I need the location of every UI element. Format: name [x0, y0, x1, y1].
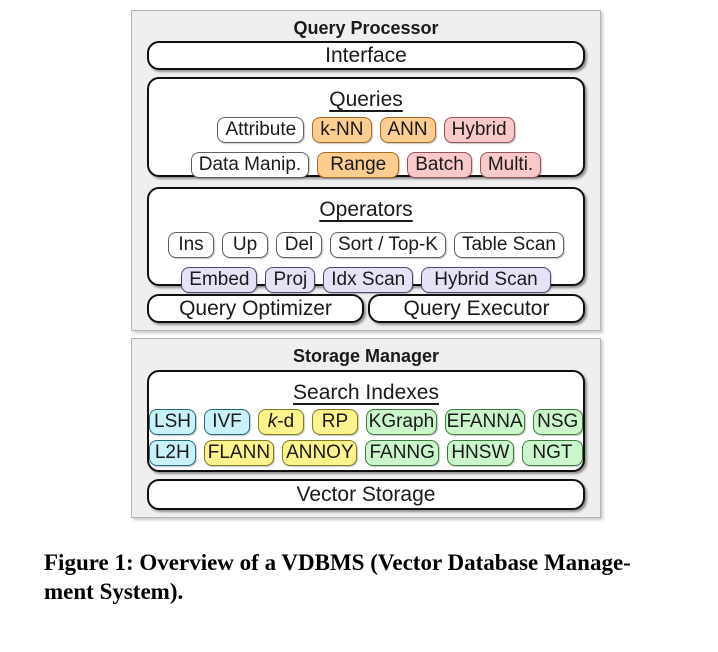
search-indexes-box: Search Indexes LSH IVF k-d RP KGraph EFANNA NS… — [147, 370, 585, 472]
badge-l2h: L2H — [149, 440, 196, 466]
queries-row-2: Data Manip. Range Batch Multi. — [149, 152, 583, 178]
badge-sort-top-k: Sort / Top-K — [330, 232, 446, 258]
badge-hnsw: HNSW — [446, 440, 514, 466]
query-optimizer-box: Query Optimizer — [147, 294, 364, 323]
figure-caption-line-1: Figure 1: Overview of a VDBMS (Vector Da… — [44, 550, 631, 575]
badge-ngt: NGT — [521, 440, 583, 466]
badge-kgraph: KGraph — [365, 409, 437, 435]
badge-annoy: ANNOY — [282, 440, 358, 466]
badge-k-nn: k-NN — [312, 117, 372, 143]
queries-row-1: Attribute k-NN ANN Hybrid — [149, 117, 583, 143]
badge-embed: Embed — [181, 267, 258, 293]
badge-rp: RP — [311, 409, 358, 435]
badge-range: Range — [317, 152, 400, 178]
badge-flann: FLANN — [203, 440, 275, 466]
vector-storage-box: Vector Storage — [147, 479, 585, 510]
badge-nsg: NSG — [532, 409, 583, 435]
badge-data-manip: Data Manip. — [190, 152, 310, 178]
query-executor-box: Query Executor — [368, 294, 585, 323]
badge-proj: Proj — [265, 267, 316, 293]
badge-hybrid-scan: Hybrid Scan — [421, 267, 551, 293]
badge-lsh: LSH — [149, 409, 196, 435]
optimizer-executor-row: Query Optimizer Query Executor — [147, 294, 585, 323]
badge-del: Del — [276, 232, 322, 258]
badge-efanna: EFANNA — [444, 409, 525, 435]
badge-k-d: k-d — [257, 409, 304, 435]
badge-table-scan: Table Scan — [453, 232, 564, 258]
badge-ivf: IVF — [203, 409, 250, 435]
figure-caption: Figure 1: Overview of a VDBMS (Vector Da… — [44, 548, 694, 606]
badge-ins: Ins — [168, 232, 214, 258]
badge-up: Up — [222, 232, 268, 258]
interface-label: Interface — [325, 43, 407, 67]
vector-storage-label: Vector Storage — [296, 482, 436, 506]
operators-title: Operators — [319, 198, 413, 221]
badge-hybrid: Hybrid — [443, 117, 515, 143]
queries-title: Queries — [329, 88, 403, 111]
query-processor-title: Query Processor — [293, 18, 439, 38]
search-indexes-row-2: L2H FLANN ANNOY FANNG HNSW NGT — [149, 440, 583, 466]
figure-caption-line-2: ment System). — [44, 579, 184, 604]
operators-box: Operators Ins Up Del Sort / Top-K Table Scan… — [147, 187, 585, 293]
operators-row-2: Embed Proj Idx Scan Hybrid Scan — [149, 267, 583, 293]
badge-multi: Multi. — [479, 152, 542, 178]
search-indexes-title: Search Indexes — [293, 381, 439, 404]
storage-manager-title: Storage Manager — [292, 346, 440, 366]
storage-manager-panel: Storage Manager Search Indexes LSH IVF k-d… — [131, 338, 601, 518]
badge-fanng: FANNG — [365, 440, 439, 466]
badge-ann: ANN — [379, 117, 436, 143]
interface-box: Interface — [147, 41, 585, 70]
badge-attribute: Attribute — [217, 117, 305, 143]
badge-idx-scan: Idx Scan — [323, 267, 414, 293]
operators-row-1: Ins Up Del Sort / Top-K Table Scan — [149, 232, 583, 258]
queries-box: Queries Attribute k-NN ANN Hybrid Data Mani… — [147, 77, 585, 178]
search-indexes-row-1: LSH IVF k-d RP KGraph EFANNA NSG — [149, 409, 583, 435]
badge-batch: Batch — [407, 152, 472, 178]
query-processor-panel: Query Processor Interface Queries Attrib… — [131, 10, 601, 331]
